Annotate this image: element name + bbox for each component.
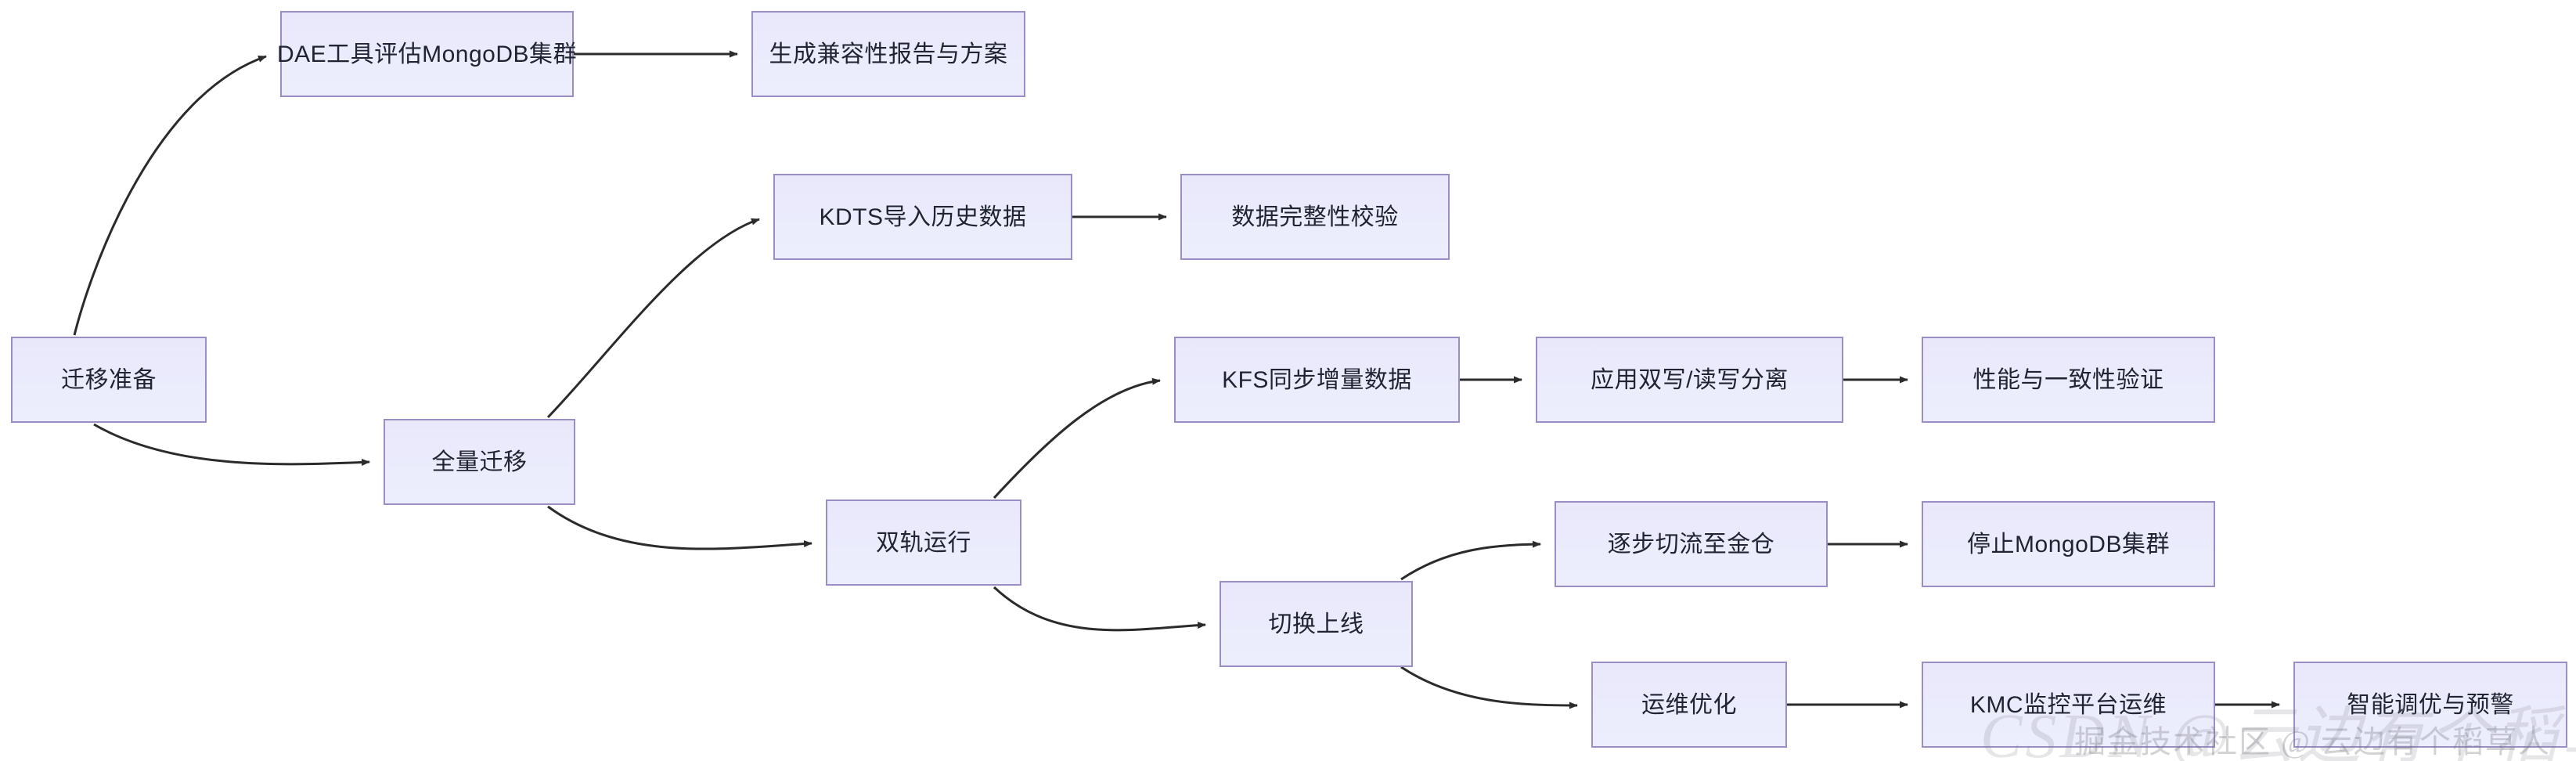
node-label: KDTS导入历史数据	[819, 204, 1027, 230]
node-label: KFS同步增量数据	[1222, 366, 1412, 393]
flowchart-node-n7[interactable]: 双轨运行	[826, 500, 1021, 586]
edge-n11-to-n14	[1400, 665, 1578, 709]
edge-n11-to-n12	[1400, 540, 1541, 581]
flowchart-node-n16[interactable]: 智能调优与预警	[2293, 662, 2567, 748]
flowchart-node-n12[interactable]: 逐步切流至金仓	[1555, 501, 1828, 587]
node-label: 切换上线	[1268, 611, 1364, 637]
flowchart-node-n1[interactable]: 迁移准备	[11, 337, 207, 423]
node-label: 生成兼容性报告与方案	[769, 41, 1008, 67]
edge-n4-to-n7	[547, 505, 812, 550]
flowchart-node-n5[interactable]: KDTS导入历史数据	[773, 174, 1072, 260]
node-label: KMC监控平台运维	[1969, 691, 2167, 718]
node-label: 逐步切流至金仓	[1607, 531, 1775, 557]
flowchart-node-n6[interactable]: 数据完整性校验	[1180, 174, 1450, 260]
node-label: 应用双写/读写分离	[1591, 366, 1789, 393]
edge-n1-to-n4	[93, 423, 370, 466]
flowchart-node-n2[interactable]: DAE工具评估MongoDB集群	[276, 11, 578, 97]
flowchart-node-n14[interactable]: 运维优化	[1591, 662, 1787, 748]
node-label: 性能与一致性验证	[1973, 366, 2164, 393]
node-label: 迁移准备	[61, 366, 157, 393]
node-label: 停止MongoDB集群	[1967, 531, 2170, 557]
flowchart-node-n9[interactable]: 应用双写/读写分离	[1536, 337, 1843, 423]
edge-n7-to-n8	[993, 377, 1161, 500]
node-label: 运维优化	[1641, 691, 1737, 718]
edge-n1-to-n2	[73, 55, 267, 336]
flowchart-node-n10[interactable]: 性能与一致性验证	[1922, 337, 2215, 423]
flowchart-node-n13[interactable]: 停止MongoDB集群	[1922, 501, 2215, 587]
node-label: 智能调优与预警	[2347, 691, 2514, 718]
flowchart-node-n3[interactable]: 生成兼容性报告与方案	[751, 11, 1025, 97]
node-label: 全量迁移	[431, 449, 528, 475]
flowchart-node-n15[interactable]: KMC监控平台运维	[1922, 662, 2215, 748]
flowchart-node-n8[interactable]: KFS同步增量数据	[1174, 337, 1460, 423]
edge-n4-to-n5	[546, 218, 760, 419]
flowchart-node-n11[interactable]: 切换上线	[1220, 581, 1413, 667]
node-label: DAE工具评估MongoDB集群	[276, 41, 578, 67]
flowchart-node-n4[interactable]: 全量迁移	[384, 419, 575, 505]
node-label: 数据完整性校验	[1231, 204, 1399, 230]
edge-n7-to-n11	[993, 586, 1206, 632]
node-label: 双轨运行	[876, 529, 971, 556]
